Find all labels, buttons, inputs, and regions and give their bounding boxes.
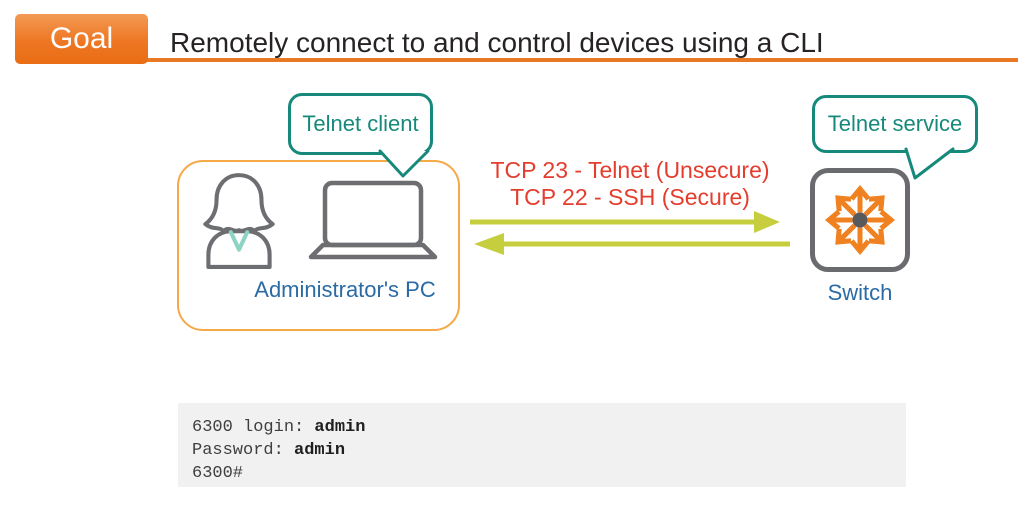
switch-label: Switch (827, 280, 893, 305)
terminal-prompt: Password: (192, 441, 295, 460)
tcp23-telnet-label: TCP 23 - Telnet (Unsecure) (490, 157, 770, 183)
arrow-left-icon (474, 233, 790, 255)
goal-badge: Goal (15, 14, 148, 64)
switch-group (810, 168, 910, 272)
telnet-service-callout: Telnet service (812, 95, 978, 153)
admin-pc-group (177, 160, 460, 331)
terminal-prompt: 6300 login: (192, 418, 315, 437)
telnet-service-label: Telnet service (827, 111, 963, 136)
arrow-right-icon (470, 211, 780, 233)
telnet-service-callout-tail (904, 147, 955, 180)
terminal-input: admin (314, 418, 366, 437)
telnet-client-label: Telnet client (302, 111, 419, 136)
switch-hub-dot (852, 212, 868, 228)
vneck-accent (228, 230, 250, 252)
cli-terminal: 6300 login: admin Password: admin 6300# (178, 403, 906, 487)
terminal-line: 6300 login: admin (192, 416, 906, 439)
admin-pc-label: Administrator's PC (254, 277, 436, 302)
slide-title: Remotely connect to and control devices … (170, 27, 824, 58)
terminal-input: admin (294, 441, 346, 460)
terminal-prompt: 6300# (192, 464, 244, 483)
telnet-client-callout-tail (378, 149, 430, 178)
tcp22-ssh-label: TCP 22 - SSH (Secure) (510, 184, 750, 210)
telnet-client-callout: Telnet client (288, 93, 433, 155)
switch-arrows-icon (818, 184, 902, 262)
link-labels: TCP 23 - Telnet (Unsecure) TCP 22 - SSH … (465, 157, 795, 211)
bidirectional-arrows (470, 211, 790, 255)
terminal-line: 6300# (192, 462, 906, 485)
title-underline (146, 58, 1018, 62)
administrator-icon (203, 173, 275, 269)
laptop-icon (308, 180, 438, 260)
terminal-line: Password: admin (192, 439, 906, 462)
